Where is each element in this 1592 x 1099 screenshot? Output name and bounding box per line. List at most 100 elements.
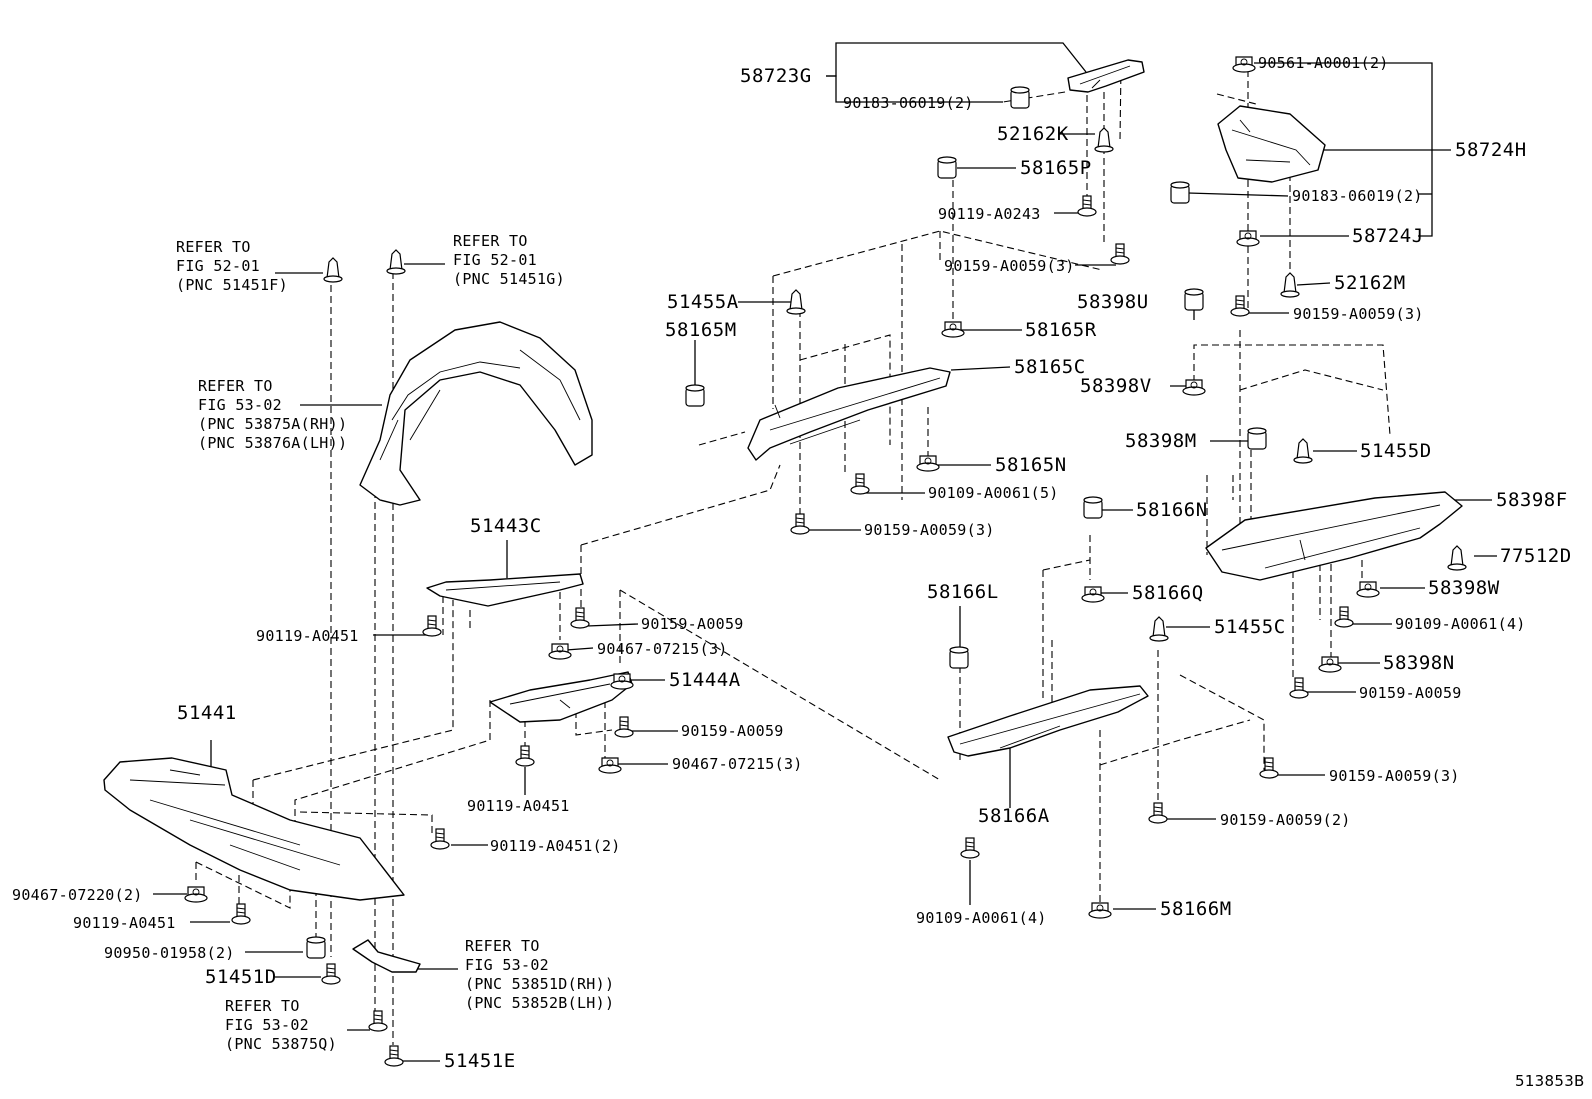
part-label-58166N[interactable]: 58166N (1136, 499, 1208, 521)
fastener-3 (1077, 195, 1097, 217)
part-label-77512D[interactable]: 77512D (1500, 545, 1572, 567)
part-label-58166L[interactable]: 58166L (927, 581, 999, 603)
part-label-90159-A0059-top[interactable]: 90159-A0059(3) (944, 257, 1075, 275)
ref-line: FIG 53-02 (225, 1016, 309, 1034)
fastener-15 (1247, 427, 1267, 450)
part-label-90109-A0061-mid[interactable]: 90109-A0061(5) (928, 484, 1059, 502)
part-label-90561-A0001[interactable]: 90561-A0001(2) (1258, 54, 1389, 72)
part-label-58398M[interactable]: 58398M (1125, 430, 1197, 452)
fastener-43 (306, 936, 326, 959)
part-label-51451D[interactable]: 51451D (205, 966, 277, 988)
ref-line: (PNC 53852B(LH)) (465, 994, 615, 1012)
fastener-46 (384, 1045, 404, 1067)
part-label-90467-07215-a[interactable]: 90467-07215(3) (597, 640, 728, 658)
part-label-90159-A0059-r2[interactable]: 90159-A0059 (1359, 684, 1462, 702)
part-label-90119-A0243[interactable]: 90119-A0243 (938, 205, 1041, 223)
part-label-58166M[interactable]: 58166M (1160, 898, 1232, 920)
fastener-40 (430, 828, 450, 850)
part-label-90119-A0451-2[interactable]: 90119-A0451(2) (490, 837, 621, 855)
part-label-52162M[interactable]: 52162M (1334, 272, 1406, 294)
ref-note-fig52-51451g[interactable]: REFER TO FIG 52-01 (PNC 51451G) (453, 232, 565, 289)
part-label-51455D[interactable]: 51455D (1360, 440, 1432, 462)
fastener-26 (1334, 606, 1354, 628)
ref-note-fig53-liner[interactable]: REFER TO FIG 53-02 (PNC 53875A(RH)) (PNC… (198, 377, 347, 453)
part-label-90467-07215-b[interactable]: 90467-07215(3) (672, 755, 803, 773)
fastener-44 (321, 963, 341, 985)
ref-line: REFER TO (465, 937, 540, 955)
part-label-51443C[interactable]: 51443C (470, 515, 542, 537)
fastener-41 (184, 886, 208, 903)
ref-line: REFER TO (453, 232, 528, 250)
part-label-90159-A0059-c[interactable]: 90159-A0059 (641, 615, 744, 633)
ref-line: REFER TO (198, 377, 273, 395)
fastener-12 (941, 321, 965, 338)
part-label-51455C[interactable]: 51455C (1214, 616, 1286, 638)
fastener-6 (1170, 181, 1190, 204)
part-label-58398F[interactable]: 58398F (1496, 489, 1568, 511)
part-label-52162K[interactable]: 52162K (997, 123, 1069, 145)
part-label-90159-A0059-d[interactable]: 90159-A0059 (681, 722, 784, 740)
fastener-13 (1184, 288, 1204, 311)
fastener-34 (422, 615, 442, 637)
part-label-90109-A0061-right[interactable]: 90109-A0061(4) (1395, 615, 1526, 633)
part-label-58398N[interactable]: 58398N (1383, 652, 1455, 674)
fastener-39 (515, 745, 535, 767)
part-label-90119-A0451-b[interactable]: 90119-A0451 (467, 797, 570, 815)
part-label-58723G[interactable]: 58723G (740, 65, 812, 87)
fastener-47 (323, 257, 343, 283)
fastener-29 (1259, 757, 1279, 779)
fastener-42 (231, 903, 251, 925)
part-label-58398V[interactable]: 58398V (1080, 375, 1152, 397)
part-label-51451E[interactable]: 51451E (444, 1050, 516, 1072)
part-label-90109-A0061-bottom[interactable]: 90109-A0061(4) (916, 909, 1047, 927)
part-label-58724H[interactable]: 58724H (1455, 139, 1527, 161)
part-label-51455A[interactable]: 51455A (667, 291, 739, 313)
ref-note-fig52-51451f[interactable]: REFER TO FIG 52-01 (PNC 51451F) (176, 238, 288, 295)
part-label-58724J[interactable]: 58724J (1352, 225, 1424, 247)
fastener-33 (570, 607, 590, 629)
ref-note-fig53-seal[interactable]: REFER TO FIG 53-02 (PNC 53851D(RH)) (PNC… (465, 937, 614, 1013)
ref-line: (PNC 51451G) (453, 270, 565, 288)
part-label-90183-06019-top[interactable]: 90183-06019(2) (843, 94, 974, 112)
ref-line: (PNC 53851D(RH)) (465, 975, 615, 993)
part-label-58165C[interactable]: 58165C (1014, 356, 1086, 378)
fastener-32 (960, 837, 980, 859)
fastener-35 (548, 643, 572, 660)
fastener-7 (1236, 230, 1260, 247)
part-label-58165R[interactable]: 58165R (1025, 319, 1097, 341)
part-label-90159-A0059-2[interactable]: 90159-A0059(2) (1220, 811, 1351, 829)
part-label-58165M[interactable]: 58165M (665, 319, 737, 341)
ref-line: (PNC 53875Q) (225, 1035, 337, 1053)
ref-line: (PNC 51451F) (176, 276, 288, 294)
part-label-90950-01958[interactable]: 90950-01958(2) (104, 944, 235, 962)
part-label-58166Q[interactable]: 58166Q (1132, 582, 1204, 604)
part-label-90159-A0059-right[interactable]: 90159-A0059(3) (1293, 305, 1424, 323)
part-label-90119-A0451-c[interactable]: 90119-A0451 (73, 914, 176, 932)
fastener-38 (598, 757, 622, 774)
part-label-58165P[interactable]: 58165P (1020, 157, 1092, 179)
ref-note-fig53-53875q[interactable]: REFER TO FIG 53-02 (PNC 53875Q) (225, 997, 337, 1054)
fastener-4 (1110, 243, 1130, 265)
part-label-51441[interactable]: 51441 (177, 702, 237, 724)
fastener-31 (1088, 902, 1112, 919)
part-label-90183-06019-right[interactable]: 90183-06019(2) (1292, 187, 1423, 205)
part-label-58398U[interactable]: 58398U (1077, 291, 1149, 313)
fastener-9 (1230, 295, 1250, 317)
part-label-90159-A0059-mid[interactable]: 90159-A0059(3) (864, 521, 995, 539)
fastener-37 (614, 716, 634, 738)
part-label-58165N[interactable]: 58165N (995, 454, 1067, 476)
fastener-21 (1083, 496, 1103, 519)
part-label-58398W[interactable]: 58398W (1428, 577, 1500, 599)
fastener-2 (937, 156, 957, 179)
part-label-90119-A0451-a[interactable]: 90119-A0451 (256, 627, 359, 645)
part-label-90467-07220[interactable]: 90467-07220(2) (12, 886, 143, 904)
ref-line: FIG 53-02 (465, 956, 549, 974)
part-label-51444A[interactable]: 51444A (669, 669, 741, 691)
fastener-36 (610, 673, 634, 690)
part-label-90159-A0059-r3[interactable]: 90159-A0059(3) (1329, 767, 1460, 785)
fastener-24 (949, 646, 969, 669)
part-label-58166A[interactable]: 58166A (978, 805, 1050, 827)
fastener-25 (1149, 616, 1169, 642)
fastener-11 (685, 384, 705, 407)
